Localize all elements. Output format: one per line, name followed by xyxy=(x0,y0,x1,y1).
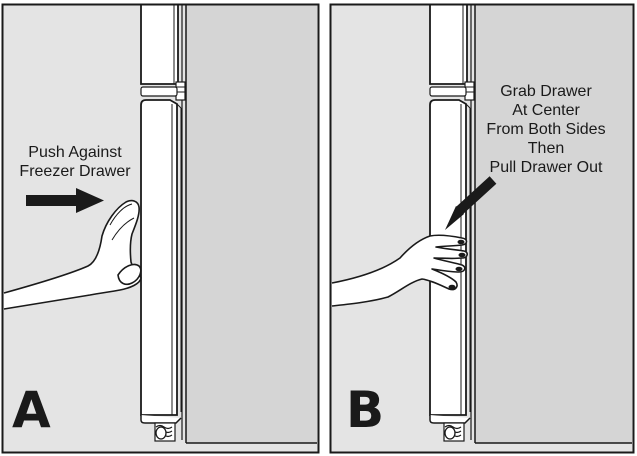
panel-a-roller-icon xyxy=(154,422,176,442)
panel-a-upper-door xyxy=(140,5,179,85)
hand-icon xyxy=(3,199,142,310)
caption-line: Grab Drawer xyxy=(500,83,592,100)
panel-b-caption: Grab Drawer At Center From Both Sides Th… xyxy=(473,82,619,177)
push-arrow-icon xyxy=(26,188,104,213)
pointing-arrow-icon xyxy=(445,176,497,230)
panel-a-illustration xyxy=(1,3,320,454)
panel-a-caption: Push Against Freezer Drawer xyxy=(8,143,142,181)
panel-b: Grab Drawer At Center From Both Sides Th… xyxy=(328,0,637,456)
panel-a-letter: A xyxy=(12,381,51,439)
caption-line: Push Against xyxy=(28,144,122,161)
caption-line: Pull Drawer Out xyxy=(489,159,603,176)
panel-b-letter: B xyxy=(346,381,385,439)
caption-line: From Both Sides xyxy=(486,121,606,138)
panel-b-roller-icon xyxy=(443,422,465,442)
panel-a-freezer-drawer xyxy=(140,99,178,416)
caption-line: At Center xyxy=(512,102,580,119)
panel-a: Push Against Freezer Drawer A xyxy=(1,3,320,454)
panel-b-door-side xyxy=(475,5,632,444)
hand-icon xyxy=(331,234,468,307)
panel-b-upper-door xyxy=(429,5,468,85)
panel-b-illustration xyxy=(329,3,635,454)
caption-line: Freezer Drawer xyxy=(19,163,131,180)
panel-a-door-side xyxy=(186,5,317,444)
caption-line: Then xyxy=(527,140,565,157)
